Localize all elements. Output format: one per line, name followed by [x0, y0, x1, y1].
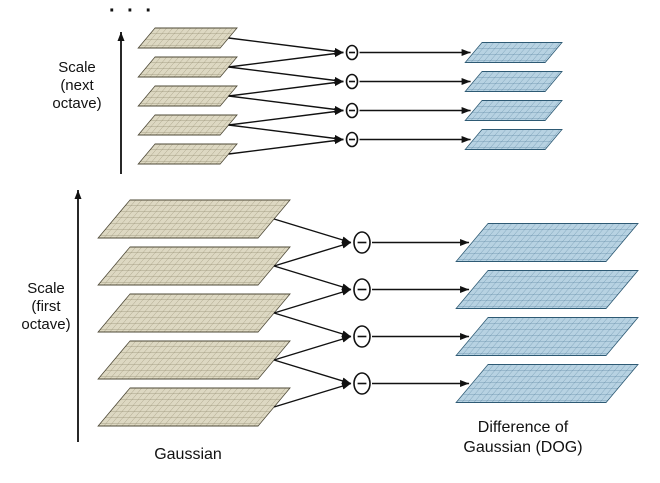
arrow [273, 382, 352, 408]
arrow [273, 335, 352, 361]
subtract-node [345, 102, 359, 119]
subtract-node [353, 372, 371, 395]
dog-plane [464, 71, 563, 92]
subtract-node [353, 278, 371, 301]
dog-plane [464, 42, 563, 63]
dog-plane [455, 223, 639, 262]
arrow [273, 241, 352, 267]
scale-first-octave-label: octave) [21, 316, 70, 333]
gaussian-plane [97, 387, 291, 427]
gaussian-plane [137, 56, 238, 78]
gaussian-column-label: Gaussian [154, 446, 222, 463]
dog-plane [455, 270, 639, 309]
arrow [228, 66, 344, 84]
gaussian-plane [137, 143, 238, 165]
scale-next-octave-label: Scale [58, 59, 96, 76]
dog-plane [455, 317, 639, 356]
arrow [273, 312, 352, 338]
subtract-node [345, 73, 359, 90]
subtract-node [345, 44, 359, 61]
gaussian-plane [97, 246, 291, 286]
subtract-node [345, 131, 359, 148]
arrow [228, 95, 344, 113]
arrow [273, 265, 352, 291]
gaussian-plane [137, 114, 238, 136]
arrow [228, 137, 344, 155]
dog-column-label: Difference of [478, 419, 569, 436]
arrow [273, 218, 352, 244]
subtract-nodes-layer [345, 44, 371, 395]
gaussian-plane [97, 293, 291, 333]
image-planes-layer [97, 27, 639, 427]
continuation-dots: · · · [109, 0, 155, 22]
dog-plane [464, 129, 563, 150]
dog-column-label: Gaussian (DOG) [463, 439, 582, 456]
gaussian-plane [97, 199, 291, 239]
arrows-layer [74, 32, 471, 442]
scale-first-octave-label: (first [31, 298, 61, 315]
arrow [228, 79, 344, 97]
arrow [228, 108, 344, 126]
dog-plane [455, 364, 639, 403]
subtract-node [353, 231, 371, 254]
arrow [228, 37, 344, 55]
gaussian-plane [137, 85, 238, 107]
gaussian-plane [137, 27, 238, 49]
dog-plane [464, 100, 563, 121]
subtract-node [353, 325, 371, 348]
scale-first-octave-label: Scale [27, 280, 65, 297]
scale-next-octave-label: octave) [52, 95, 101, 112]
arrow [273, 359, 352, 385]
arrow [228, 50, 344, 68]
arrow [273, 288, 352, 314]
arrow [228, 124, 344, 142]
scale-next-octave-label: (next [60, 77, 94, 94]
gaussian-plane [97, 340, 291, 380]
